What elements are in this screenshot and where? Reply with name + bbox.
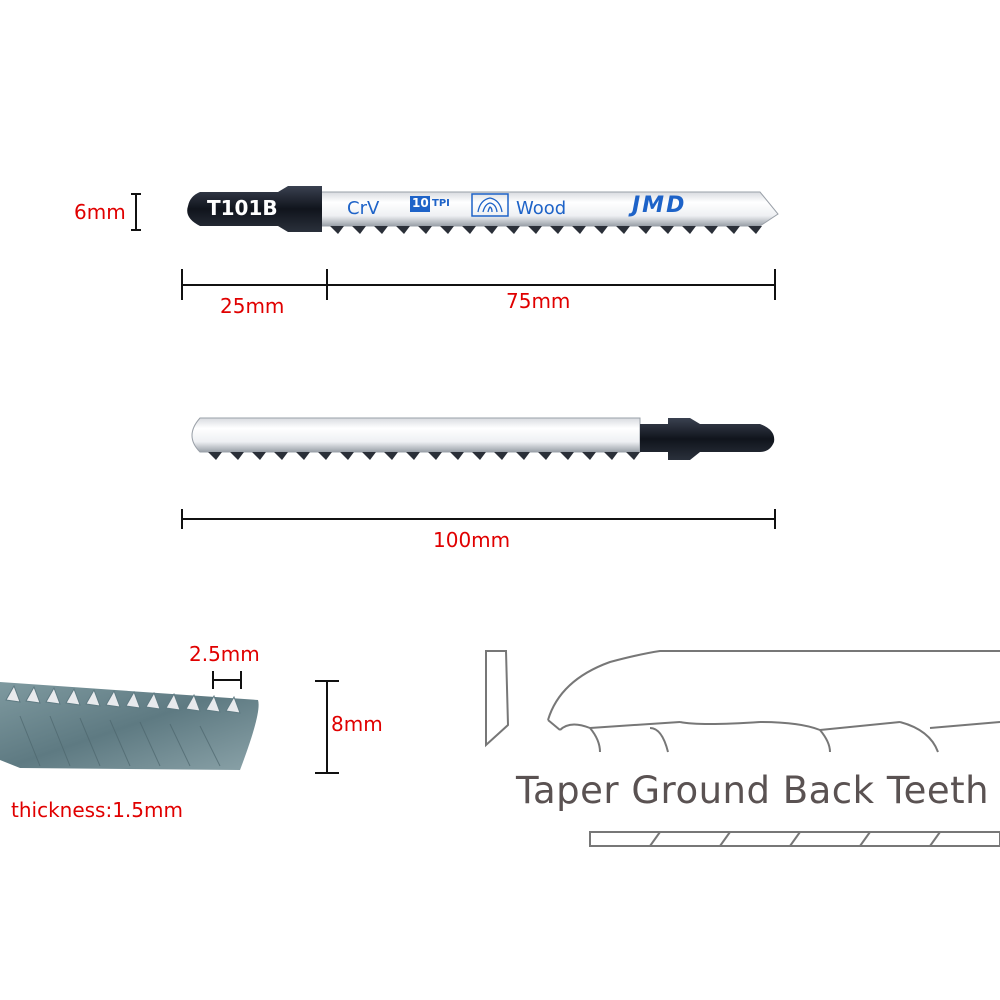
dim-total-100mm: 100mm <box>433 528 511 552</box>
blade-bottom-shank <box>640 418 775 460</box>
dim-thickness: thickness:1.5mm <box>11 798 183 822</box>
brand-logo: JMD <box>632 193 687 218</box>
dim-height-8mm: 8mm <box>331 712 383 736</box>
dim-pitch-2-5mm: 2.5mm <box>189 642 260 666</box>
blade-top-shank <box>187 186 322 232</box>
tpi-unit: TPI <box>432 198 450 209</box>
tpi-badge: 10 TPI <box>410 196 454 212</box>
blade-bottom-teeth <box>208 452 640 460</box>
closeup-teeth <box>5 684 241 714</box>
dim-cut-75mm: 75mm <box>506 289 571 313</box>
dim-shank-25mm: 25mm <box>220 294 285 318</box>
blade-top-teeth <box>330 226 762 234</box>
blade-model-label: T101B <box>207 196 278 220</box>
closeup-blade-body <box>0 682 259 770</box>
taper-ground-caption: Taper Ground Back Teeth <box>516 769 990 812</box>
blade-bottom-steel <box>191 417 641 453</box>
dim-width-6mm: 6mm <box>74 200 126 224</box>
application-label: Wood <box>516 198 567 219</box>
tpi-number: 10 <box>412 196 429 210</box>
wood-grain-icon <box>471 193 509 217</box>
blade-material-label: CrV <box>347 198 380 219</box>
taper-ground-diagram <box>485 650 1000 847</box>
dimension-lines <box>131 193 776 774</box>
